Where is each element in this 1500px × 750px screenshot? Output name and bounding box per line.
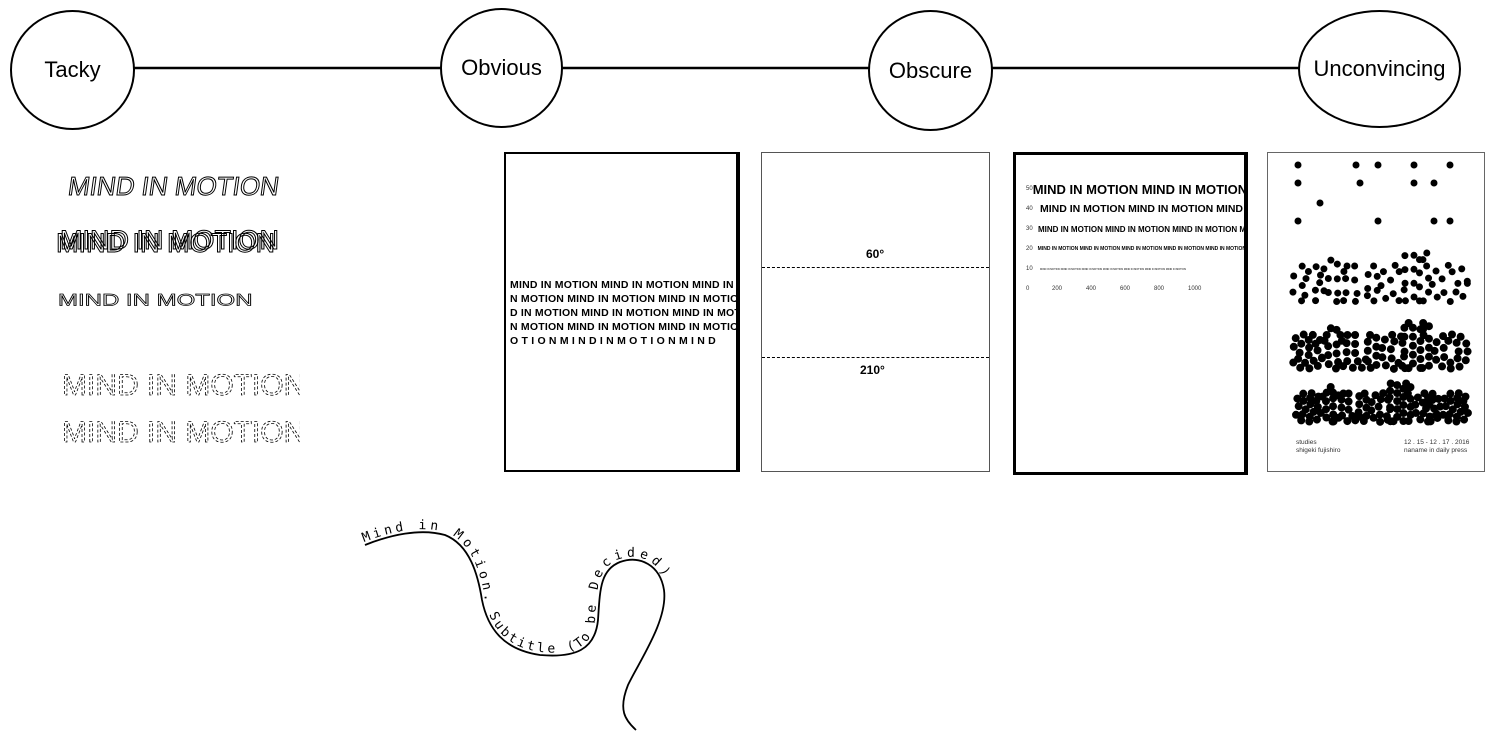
node-label: Tacky bbox=[44, 57, 101, 82]
row-number: 10 bbox=[1026, 266, 1033, 272]
x-tick: 1000 bbox=[1188, 286, 1202, 292]
row-text: MIND IN MOTION MIND IN MOTION MIND bbox=[1040, 203, 1243, 215]
node-label: Obvious bbox=[461, 55, 542, 80]
dotted-word: studies bbox=[1294, 375, 1470, 433]
sketch-text: MIND IN MOTION bbox=[62, 369, 300, 402]
credit-line: studies bbox=[1296, 439, 1317, 446]
credit-line: shigeki fujishiro bbox=[1296, 447, 1341, 454]
row-number: 30 bbox=[1026, 226, 1033, 232]
row-text: MIND IN MOTION MIND IN MOTION MIND IN MO… bbox=[1037, 246, 1246, 252]
timeline-node-obvious: Obvious bbox=[440, 8, 563, 128]
angle-label-top: 60° bbox=[866, 247, 885, 261]
node-label: Obscure bbox=[888, 57, 973, 83]
tacky-sketches: MIND IN MOTION MIND IN MOTION MIND IN MO… bbox=[56, 171, 301, 450]
poster-text-line: MIND IN MOTION MIND IN MOTION MIND IN MO… bbox=[510, 279, 736, 291]
sketch-text: MIND IN MOTION bbox=[56, 228, 275, 258]
dotted-word: studio bbox=[1290, 241, 1470, 315]
dotted-lettering: studio studio studies bbox=[1286, 161, 1474, 433]
sketch-text: MIND IN MOTION bbox=[60, 225, 279, 255]
sketch-text: MIND IN MOTION bbox=[66, 171, 281, 201]
poster-text-line: N MOTION MIND IN MOTION MIND IN MOTION bbox=[510, 321, 740, 333]
row-number: 40 bbox=[1026, 206, 1033, 212]
x-tick: 800 bbox=[1154, 286, 1165, 292]
size-row: 30 MIND IN MOTION MIND IN MOTION MIND IN … bbox=[1026, 219, 1246, 239]
poster-text-line: N MOTION MIND IN MOTION MIND IN MOTION M… bbox=[510, 293, 739, 305]
row-number: 20 bbox=[1026, 246, 1033, 252]
poster-credit-right: 12 . 15 - 12 . 17 . 2016 naname in daily… bbox=[1404, 439, 1469, 455]
poster-text-line: D IN MOTION MIND IN MOTION MIND IN MOTIO… bbox=[510, 307, 740, 319]
poster-credit-left: studies shigeki fujishiro bbox=[1296, 439, 1340, 455]
sketch-text: MIND IN MOTION bbox=[58, 291, 253, 310]
x-tick: 400 bbox=[1086, 286, 1097, 292]
timeline-node-unconvincing: Unconvincing bbox=[1298, 10, 1461, 128]
size-row: 20 MIND IN MOTION MIND IN MOTION MIND IN … bbox=[1026, 239, 1246, 259]
poster-angles: 60° 210° bbox=[761, 152, 990, 472]
row-number: 50 bbox=[1026, 186, 1033, 192]
poster-obvious: MIND IN MOTION MIND IN MOTION MIND IN MO… bbox=[504, 152, 740, 472]
dotted-word: studio bbox=[1290, 313, 1470, 382]
dashed-divider bbox=[762, 267, 989, 268]
x-tick: 200 bbox=[1052, 286, 1063, 292]
poster-text-line: O T I O N M I N D I N M O T I O N M I N … bbox=[510, 335, 716, 347]
size-row: 10 MIND IN MOTION MIND IN MOTION MIND IN … bbox=[1026, 259, 1244, 279]
x-tick: 600 bbox=[1120, 286, 1131, 292]
angle-label-bottom: 210° bbox=[860, 363, 885, 377]
credit-line: naname in daily press bbox=[1404, 447, 1468, 454]
row-text: MIND IN MOTION MIND IN MOTION bbox=[1032, 181, 1246, 197]
x-axis: 0 200 400 600 800 1000 bbox=[1026, 279, 1244, 299]
row-text: MIND IN MOTION MIND IN MOTION MIND IN MO… bbox=[1038, 224, 1246, 234]
x-tick: 0 bbox=[1026, 286, 1030, 292]
sketch-text: MIND IN MOTION bbox=[62, 416, 300, 449]
timeline-node-tacky: Tacky bbox=[10, 10, 135, 130]
wave-line bbox=[364, 531, 666, 731]
timeline-node-obscure: Obscure bbox=[868, 10, 993, 131]
poster-dots: studio studio studies studies shigeki fu… bbox=[1267, 152, 1485, 472]
dashed-divider bbox=[762, 357, 989, 358]
size-row: 40 MIND IN MOTION MIND IN MOTION MIND bbox=[1026, 199, 1244, 219]
row-text: MIND IN MOTION MIND IN MOTION MIND IN MO… bbox=[1040, 267, 1187, 271]
node-label: Unconvincing bbox=[1313, 56, 1446, 81]
credit-line: 12 . 15 - 12 . 17 . 2016 bbox=[1404, 439, 1470, 446]
